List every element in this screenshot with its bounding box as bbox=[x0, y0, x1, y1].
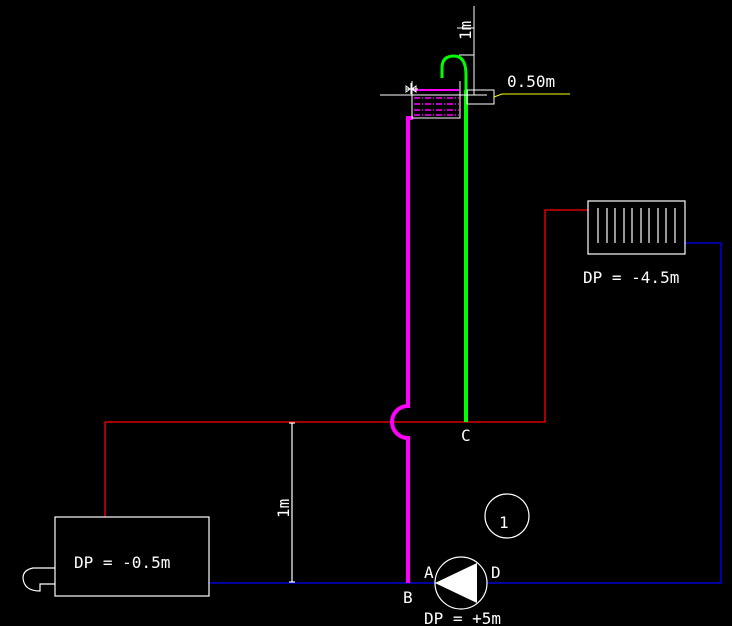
point-a-label: A bbox=[424, 563, 434, 582]
return-pipe bbox=[487, 242, 722, 584]
expansion-tank bbox=[405, 81, 461, 119]
pump-dp-label: DP = +5m bbox=[424, 609, 501, 626]
left-dimension bbox=[289, 422, 295, 583]
tank-water bbox=[414, 97, 459, 116]
left-dimension-label: 1m bbox=[274, 499, 293, 518]
pump-direction-icon bbox=[435, 563, 477, 603]
point-b-label: B bbox=[403, 588, 413, 607]
radiator-dp-label: DP = -4.5m bbox=[583, 268, 679, 287]
water-level-leader bbox=[493, 93, 570, 98]
circuit-number: 1 bbox=[499, 513, 509, 532]
radiator bbox=[587, 200, 686, 255]
expansion-pipe bbox=[390, 116, 413, 583]
pump bbox=[434, 556, 488, 610]
point-c-label: C bbox=[461, 426, 471, 445]
top-dimension-label: 1m bbox=[456, 21, 475, 40]
boiler bbox=[22, 516, 210, 597]
valve-icon bbox=[405, 85, 418, 93]
point-d-label: D bbox=[491, 563, 501, 582]
overflow-pipe bbox=[440, 54, 468, 422]
boiler-dp-label: DP = -0.5m bbox=[74, 553, 170, 572]
top-dimension bbox=[380, 6, 495, 105]
circuit-number-circle bbox=[484, 493, 530, 539]
supply-pipe bbox=[104, 209, 588, 517]
water-level-label: 0.50m bbox=[507, 72, 555, 91]
